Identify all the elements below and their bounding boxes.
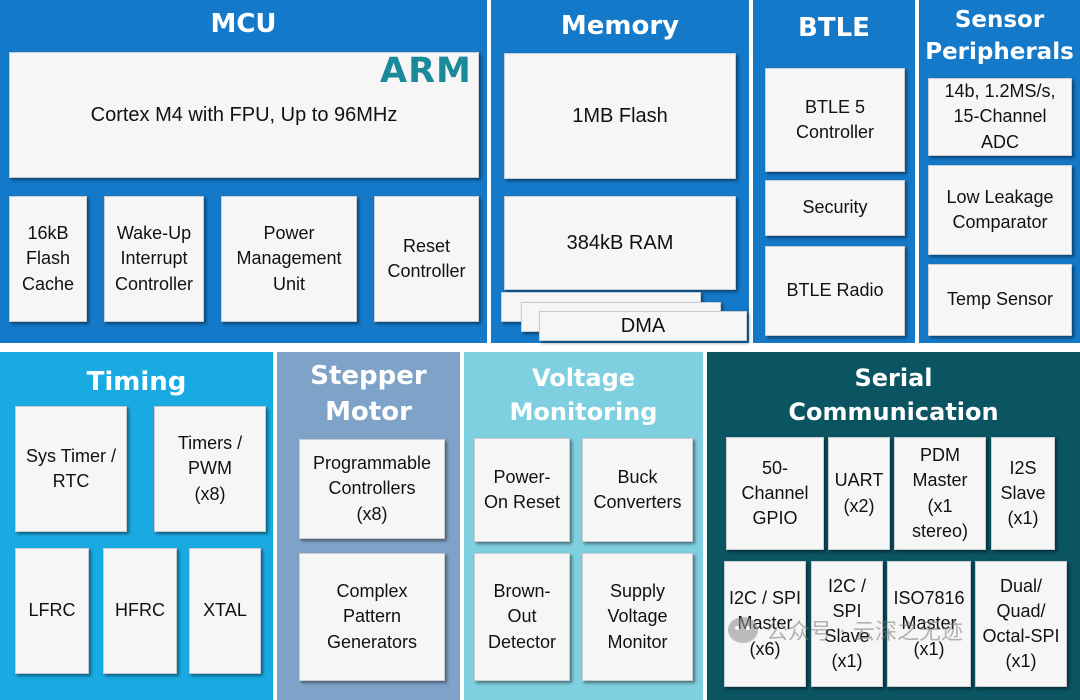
wakeup-interrupt-controller-block: Wake-Up Interrupt Controller [104,196,204,322]
uart-block: UART (x2) [828,437,890,550]
low-leakage-comparator-block: Low Leakage Comparator [928,165,1072,255]
reset-controller-label: Reset Controller [387,235,466,281]
wechat-icon [728,617,758,643]
hfrc-block: HFRC [103,548,177,674]
flash-cache-block: 16kB Flash Cache [9,196,87,322]
memory-panel: Memory 1MB Flash 384kB RAM ... DMA [491,0,749,343]
voltage-monitoring-panel: Voltage Monitoring Power- On Reset Buck … [464,352,703,700]
reset-controller-block: Reset Controller [374,196,479,322]
brown-out-detector-block: Brown- Out Detector [474,553,570,681]
wakeup-interrupt-controller-label: Wake-Up Interrupt Controller [114,223,194,294]
iso7816-master-label: ISO7816 Master (x1) [893,588,965,659]
i2s-slave-block: I2S Slave (x1) [991,437,1055,550]
sensor-peripherals-title: Sensor Peripherals [925,7,1074,66]
octal-spi-block: Dual/ Quad/ Octal-SPI (x1) [975,561,1067,687]
serial-communication-panel: Serial Communication 50- Channel GPIO UA… [707,352,1080,700]
stepper-motor-title: Stepper Motor [310,361,427,428]
power-on-reset-label: Power- On Reset [483,466,561,512]
supply-voltage-monitor-label: Supply Voltage Monitor [607,581,668,652]
pdm-master-label: PDM Master (x1 stereo) [911,445,969,541]
btle-panel: BTLE BTLE 5 Controller Security BTLE Rad… [753,0,915,343]
flash-memory-label: 1MB Flash [572,105,668,127]
power-management-unit-label: Power Management Unit [236,223,342,294]
ram-block: 384kB RAM [504,196,736,290]
power-management-unit-block: Power Management Unit [221,196,357,322]
complex-pattern-generators-label: Complex Pattern Generators [326,581,418,652]
lfrc-label: LFRC [28,600,76,621]
adc-block: 14b, 1.2MS/s, 15-Channel ADC [928,78,1072,156]
i2s-slave-label: I2S Slave (x1) [1000,457,1046,529]
voltage-monitoring-title: Voltage Monitoring [509,364,658,426]
watermark-text: 公众号 · 云深之无迹 [766,620,963,645]
arm-logo: ARM [380,51,472,91]
dma-label: DMA [620,315,666,337]
cortex-m4-core-label: Cortex M4 with FPU, Up to 96MHz [90,104,398,126]
i2c-spi-slave-label: I2C / SPI Slave (x1) [824,575,870,672]
memory-title: Memory [560,11,680,41]
complex-pattern-generators-block: Complex Pattern Generators [299,553,445,681]
mcu-panel: MCU Cortex M4 with FPU, Up to 96MHz ARM … [0,0,487,343]
octal-spi-label: Dual/ Quad/ Octal-SPI (x1) [982,575,1060,672]
buck-converters-block: Buck Converters [582,438,693,542]
uart-label: UART (x2) [834,470,884,516]
watermark: 公众号 · 云深之无迹 [728,614,963,646]
ram-label: 384kB RAM [566,232,674,254]
timing-title: Timing [86,367,187,397]
xtal-label: XTAL [203,600,247,621]
programmable-controllers-label: Programmable Controllers (x8) [312,453,432,524]
gpio-block: 50- Channel GPIO [726,437,824,550]
supply-voltage-monitor-block: Supply Voltage Monitor [582,553,693,681]
gpio-label: 50- Channel GPIO [741,457,809,529]
sys-timer-rtc-label: Sys Timer / RTC [25,445,116,491]
mcu-title: MCU [210,9,277,39]
security-block: Security [765,180,905,236]
brown-out-detector-label: Brown- Out Detector [487,581,557,652]
flash-memory-block: 1MB Flash [504,53,736,179]
programmable-controllers-block: Programmable Controllers (x8) [299,439,445,539]
low-leakage-comparator-label: Low Leakage Comparator [946,186,1054,232]
iso7816-master-block: ISO7816 Master (x1) [887,561,971,687]
flash-cache-label: 16kB Flash Cache [21,223,75,294]
serial-communication-title: Serial Communication [788,364,999,426]
btle-radio-block: BTLE Radio [765,246,905,336]
stepper-motor-panel: Stepper Motor Programmable Controllers (… [277,352,460,700]
dma-block: DMA [539,311,747,341]
power-on-reset-block: Power- On Reset [474,438,570,542]
temp-sensor-block: Temp Sensor [928,264,1072,336]
cortex-m4-core-block: Cortex M4 with FPU, Up to 96MHz [9,52,479,178]
lfrc-block: LFRC [15,548,89,674]
timers-pwm-label: Timers / PWM (x8) [177,433,243,504]
btle-radio-label: BTLE Radio [786,280,884,301]
hfrc-label: HFRC [115,600,165,621]
timers-pwm-block: Timers / PWM (x8) [154,406,266,532]
temp-sensor-label: Temp Sensor [946,289,1054,310]
sys-timer-rtc-block: Sys Timer / RTC [15,406,127,532]
xtal-block: XTAL [189,548,261,674]
buck-converters-label: Buck Converters [593,466,682,512]
btle-title: BTLE [798,13,870,43]
pdm-master-block: PDM Master (x1 stereo) [894,437,986,550]
i2c-spi-slave-block: I2C / SPI Slave (x1) [811,561,883,687]
btle-controller-block: BTLE 5 Controller [765,68,905,172]
adc-label: 14b, 1.2MS/s, 15-Channel ADC [944,81,1056,152]
sensor-peripherals-panel: Sensor Peripherals 14b, 1.2MS/s, 15-Chan… [919,0,1080,343]
security-label: Security [802,197,868,218]
timing-panel: Timing Sys Timer / RTC Timers / PWM (x8)… [0,352,273,700]
btle-controller-label: BTLE 5 Controller [795,96,875,142]
